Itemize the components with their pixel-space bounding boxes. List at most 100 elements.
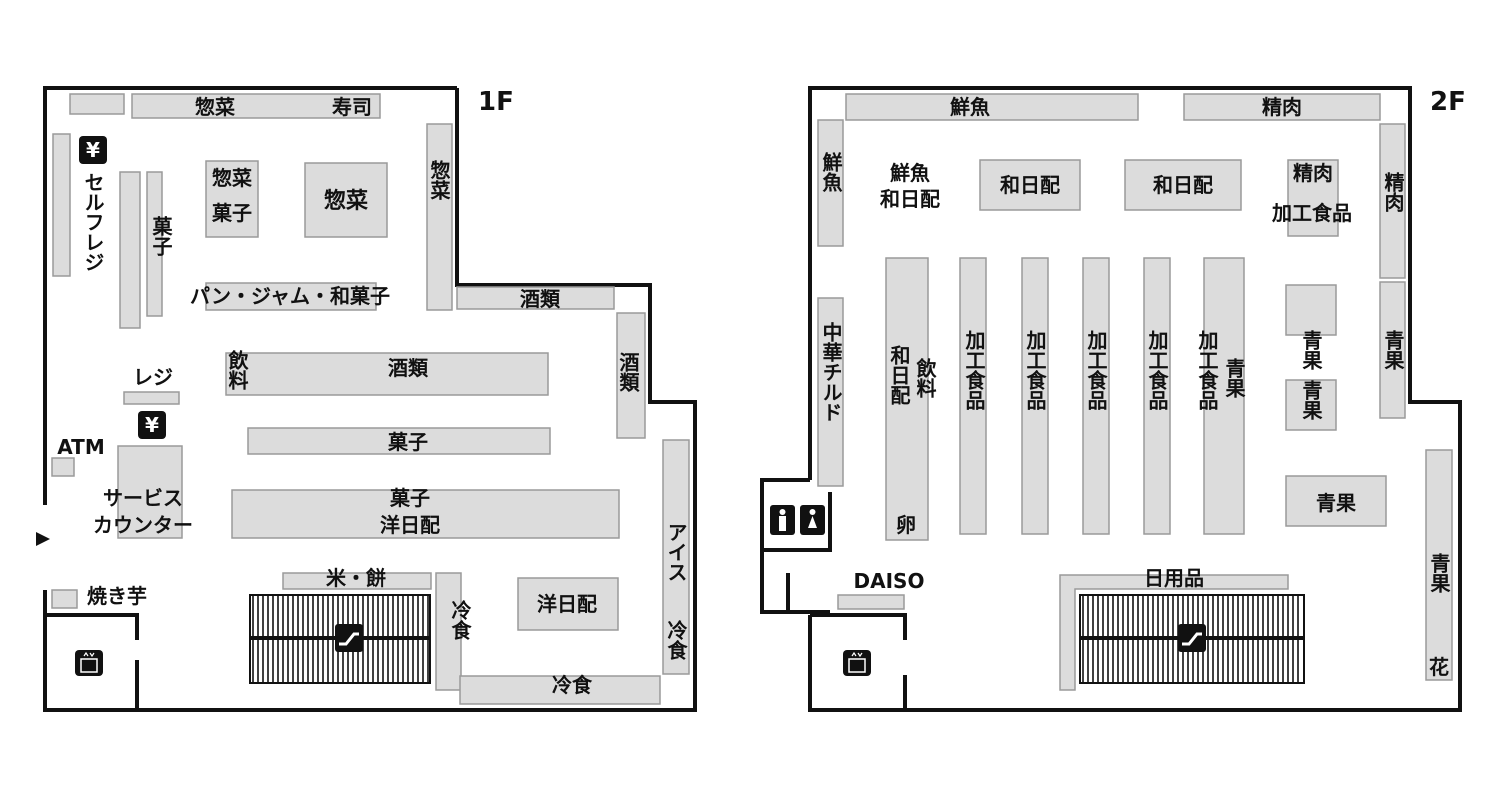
fixture-sengyo-left <box>817 119 844 247</box>
section-seika-right-low: 青果 <box>1427 553 1451 594</box>
section-kako-2: 加工食品 <box>1023 330 1047 411</box>
fixture-kako-5 <box>1203 257 1245 535</box>
fixture-kashi-mid <box>247 427 551 455</box>
section-atm: ATM <box>57 435 104 459</box>
section-kako-1: 加工食品 <box>962 330 986 411</box>
fixture-atm <box>51 457 75 477</box>
fixture-kashi-left-b <box>146 171 163 317</box>
escalator-icon <box>1178 624 1206 652</box>
wall-1f-elevator-room <box>45 613 139 710</box>
section-seika-box-3: 青果 <box>1316 491 1356 515</box>
fixture-seiniku-island <box>1287 159 1339 237</box>
fixture-kashi-left-a <box>119 171 141 329</box>
section-wanichi-b: 和日配 <box>1153 173 1213 197</box>
wall-1f-outline <box>43 86 697 712</box>
section-inryo-2f: 飲料 <box>913 357 937 399</box>
section-kashi-mid: 菓子 <box>387 430 428 454</box>
floor-label-1f: 1F <box>478 87 514 117</box>
section-reishoku-a: 冷食 <box>448 599 472 641</box>
section-sozai-island-a: 惣菜 <box>212 166 252 190</box>
section-sushi: 寿司 <box>332 95 372 119</box>
section-regi: レジ <box>133 365 173 389</box>
section-sengyo-left: 鮮魚 <box>819 151 843 193</box>
fixture-selfregi-left <box>52 133 71 277</box>
fixture-chuka <box>817 297 844 487</box>
escalator-2f <box>1079 594 1305 684</box>
floor-label-2f: 2F <box>1430 87 1466 117</box>
section-kashi-island-a: 菓子 <box>211 201 252 225</box>
wall-2f-elevator-room <box>810 613 907 710</box>
fixture-sengyo-top <box>845 93 1139 121</box>
fixture-sozai-right <box>426 123 453 311</box>
restroom-icon <box>770 505 825 535</box>
fixture-wanichi-vert <box>885 257 929 541</box>
fixture-ice <box>662 439 690 675</box>
section-hana: 花 <box>1429 655 1449 679</box>
fixture-shurui-top <box>456 286 615 310</box>
fixture-seika-right-low <box>1425 449 1453 681</box>
wall-2f-outline <box>808 86 1462 712</box>
section-sengyo-wabi-2: 和日配 <box>880 187 940 211</box>
section-kashi-low: 菓子 <box>389 486 430 510</box>
elevator-icon <box>843 650 871 676</box>
fixture-pan <box>205 282 377 311</box>
fixture-yakiimo <box>51 589 78 609</box>
section-seiniku-island: 精肉 <box>1293 161 1333 185</box>
fixture-island-a <box>205 160 259 238</box>
fixture-shurui-mid <box>225 352 549 396</box>
fixture-top-small <box>69 93 125 115</box>
elevator-icon <box>75 650 103 676</box>
section-selfregi: セルフレジ <box>81 172 105 272</box>
section-seika-box-2: 青果 <box>1299 380 1323 421</box>
section-yonichi-low: 洋日配 <box>380 513 440 537</box>
fixture-kako-2 <box>1021 257 1049 535</box>
escalator-1f <box>249 594 431 684</box>
section-sengyo-top: 鮮魚 <box>950 95 990 119</box>
fixture-kako-4 <box>1143 257 1171 535</box>
floor-1f: ¥ ¥ 1F 惣菜 寿司 惣菜 菓子 惣菜 惣菜 セルフレジ 菓子 パン・ジャム… <box>36 86 697 712</box>
fixture-wanichi-b <box>1124 159 1242 211</box>
floor-2f: 2F 鮮魚 精肉 鮮魚 鮮魚 和日配 和日配 和日配 精肉 加工食品 精肉 中華… <box>760 86 1466 712</box>
fixture-seika-box-1 <box>1285 284 1337 336</box>
section-sozai-top: 惣菜 <box>195 95 235 119</box>
fixture-kashi-yonichi <box>231 489 620 539</box>
fixture-sozai-top <box>131 93 381 119</box>
section-chuka: 中華チルド <box>819 321 843 422</box>
fixture-yonichi-box <box>517 577 619 631</box>
yen-symbol: ¥ <box>145 413 159 437</box>
entrance-arrow-icon <box>36 532 50 546</box>
section-kashi-left: 菓子 <box>149 216 173 256</box>
section-kako-island: 加工食品 <box>1271 201 1352 225</box>
fixture-reishoku-bottom <box>459 675 661 705</box>
section-ice: アイス <box>664 522 688 582</box>
section-sengyo-wabi-1: 鮮魚 <box>890 161 930 185</box>
section-kako-4: 加工食品 <box>1145 330 1169 411</box>
section-yakiimo: 焼き芋 <box>87 584 147 608</box>
section-service: サービス <box>103 486 183 510</box>
fixture-seiniku-right <box>1379 123 1406 279</box>
section-shurui-mid: 酒類 <box>388 356 429 380</box>
section-wanichi-vert: 和日配 <box>887 345 911 405</box>
section-daiso: DAISO <box>854 569 925 593</box>
fixture-kome <box>282 572 432 590</box>
fixture-island-b <box>304 162 388 238</box>
section-reishoku-right: 冷食 <box>664 619 688 661</box>
section-seika-box-1: 青果 <box>1299 330 1323 371</box>
section-sozai-island-b: 惣菜 <box>324 188 368 214</box>
section-yonichi-box: 洋日配 <box>537 592 597 616</box>
fixture-regi-counter <box>123 391 180 405</box>
section-shurui-right: 酒類 <box>616 352 640 393</box>
fixture-kako-3 <box>1082 257 1110 535</box>
fixture-reishoku-a <box>435 572 462 691</box>
fixture-service-counter <box>117 445 183 539</box>
section-inryo: 飲料 <box>225 349 249 391</box>
fixture-seika-right <box>1379 281 1406 419</box>
fixture-seika-box-2 <box>1285 379 1337 431</box>
yen-icon: ¥ <box>79 136 107 164</box>
fixture-daiso <box>837 594 905 610</box>
fixture-shurui-right <box>616 312 646 439</box>
section-kako-5: 加工食品 <box>1195 330 1219 411</box>
fixture-wanichi-a <box>979 159 1081 211</box>
fixture-seiniku-top <box>1183 93 1381 121</box>
